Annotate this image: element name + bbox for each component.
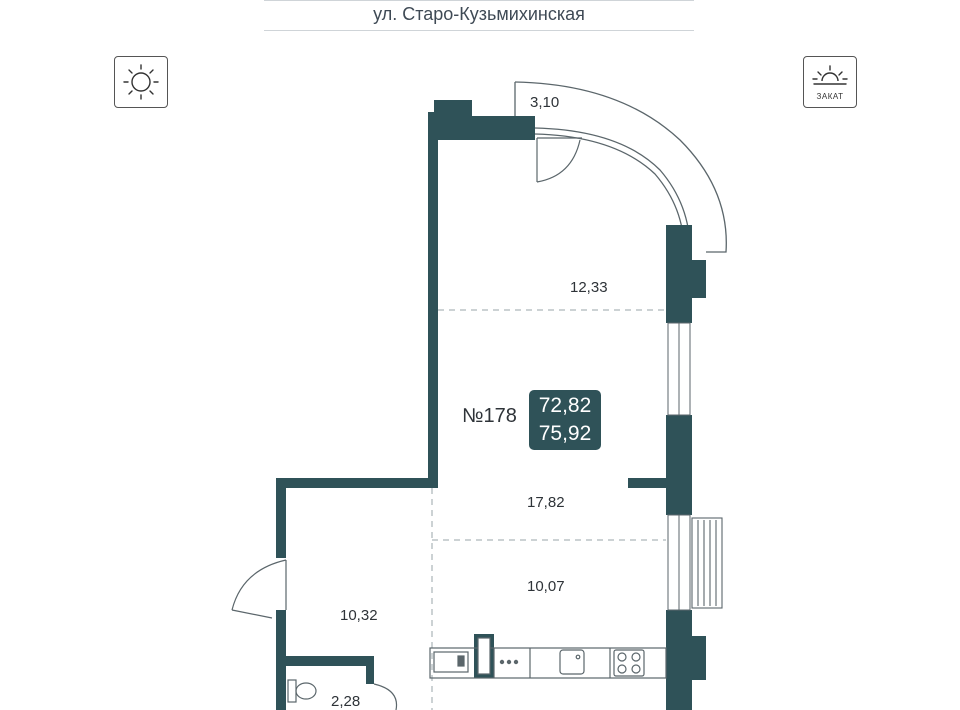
room-area-bedroom: 12,33: [570, 279, 608, 296]
apartment-number: №178: [462, 405, 517, 427]
walls: [276, 100, 706, 710]
small-balcony: [691, 517, 723, 609]
entry-door: [231, 559, 287, 619]
sunset-compass-button: ЗАКАТ: [803, 56, 857, 108]
sunset-icon: [812, 65, 848, 85]
street-top-line: [264, 0, 694, 1]
windows: [667, 322, 691, 611]
room-area-kitchen: 10,07: [527, 578, 565, 595]
area-living: 72,82: [538, 394, 592, 417]
area-total: 75,92: [538, 422, 592, 445]
toilet-icon: [287, 679, 317, 703]
sunset-label: ЗАКАТ: [816, 92, 844, 101]
kitchen-counter: [429, 637, 667, 679]
sun-icon: [123, 64, 159, 100]
room-area-balcony: 3,10: [530, 94, 559, 111]
balcony-door: [536, 137, 582, 183]
exterior-area: [270, 270, 430, 680]
sun-compass-button: [114, 56, 168, 108]
zone-dividers: [431, 309, 666, 710]
room-area-hall: 10,32: [340, 607, 378, 624]
area-badge: 72,82 75,92: [529, 390, 601, 450]
street-name: ул. Старо-Кузьмихинская: [373, 4, 585, 24]
bathroom-door: [373, 683, 398, 710]
street-bottom-line: [264, 30, 694, 31]
room-area-living: 17,82: [527, 494, 565, 511]
room-area-bathroom: 2,28: [331, 693, 360, 710]
